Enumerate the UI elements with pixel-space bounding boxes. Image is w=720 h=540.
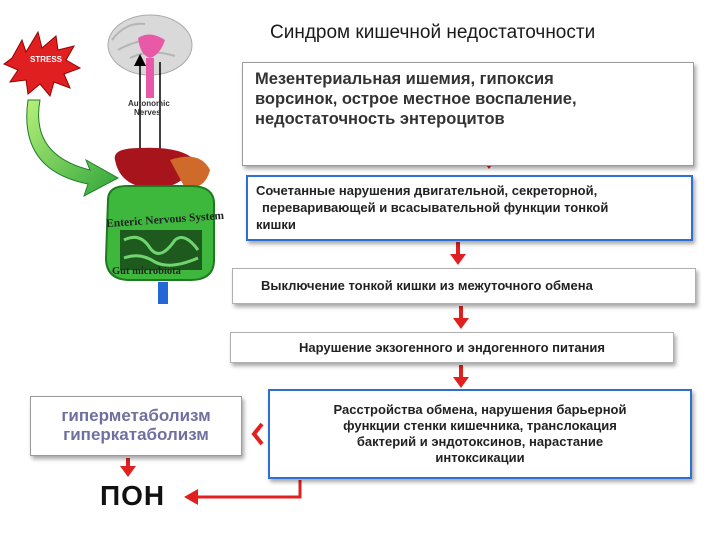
brain-illustration [107,14,193,98]
stress-label: STRESS [30,55,63,64]
arrow-to-hyper [251,422,264,446]
organs-illustration [104,147,216,304]
ischemia-box: Мезентериальная ишемия, гипоксия ворсино… [242,62,694,166]
hypermetabolism-box: гиперметаболизм гиперкатаболизм [30,396,242,456]
stress-burst [3,30,82,98]
pon-label: ПОН [100,480,166,511]
page-title: Синдром кишечной недостаточности [270,22,596,43]
gut-microbiota-label: Gut microbiota [112,266,181,277]
exclusion-box: Выключение тонкой кишки из межуточного о… [232,268,696,304]
metabolism-disorders-box: Расстройства обмена, нарушения барьерной… [268,389,692,479]
motility-disorders-box: Сочетанные нарушения двигательной, секре… [246,175,693,241]
arrow-3 [453,306,469,329]
arrow-4 [453,365,469,388]
arrow-2 [450,242,466,265]
stress-to-gut-arrow [26,99,120,198]
arrow-to-pon-left [120,458,136,477]
nutrition-box: Нарушение экзогенного и эндогенного пита… [230,332,674,363]
arrow-to-pon-right [184,480,302,505]
autonomic-nerves-label: Autonomic Nerves [128,99,170,117]
